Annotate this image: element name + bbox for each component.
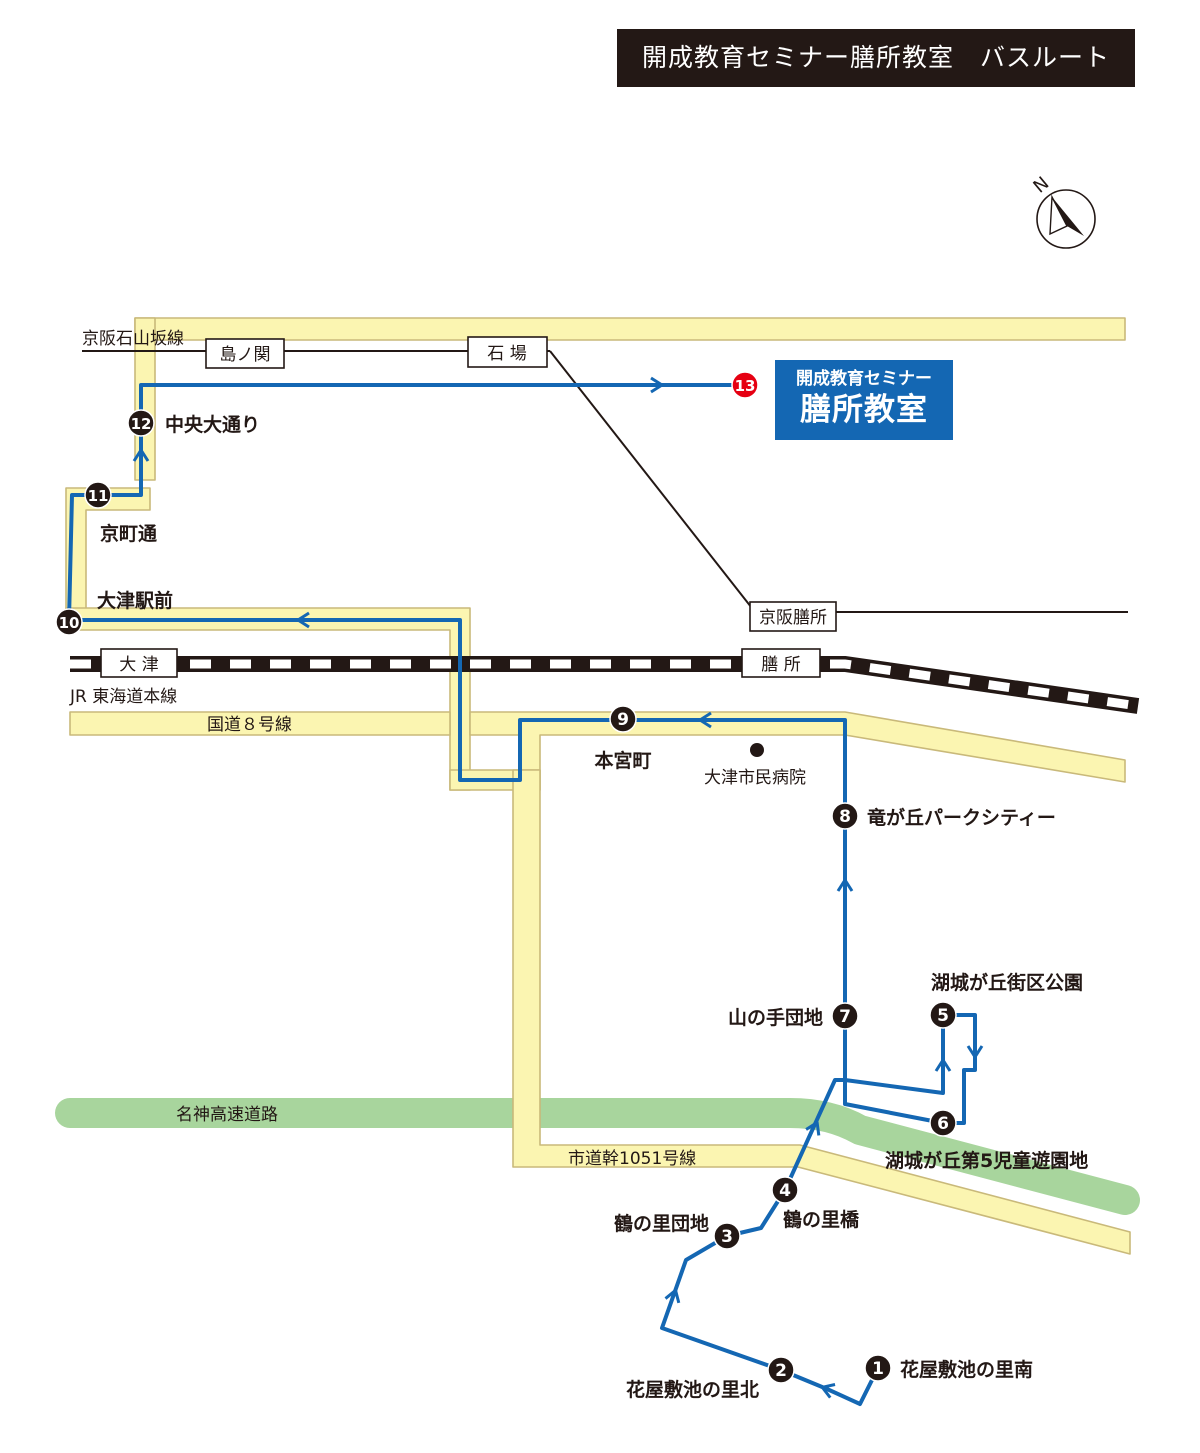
stop-marker-1: [864, 1354, 892, 1382]
stop-marker-11: [84, 481, 112, 509]
stop-number-8: 8: [839, 807, 851, 827]
route-segment-1-2: [780, 1367, 880, 1406]
route-segment-5-6: [943, 1013, 977, 1125]
station-labels: 島ノ関 石 場 京阪膳所 大 津 膳 所: [100, 336, 837, 678]
label-route8: 国道８号線: [207, 715, 292, 735]
route-segment-to-5: [844, 1015, 945, 1095]
destination-title: 膳所教室: [800, 392, 928, 428]
stop-number-6: 6: [937, 1114, 949, 1134]
stop-marker-13: [731, 371, 759, 399]
station-zeze: 膳 所: [761, 655, 800, 675]
route-segment-10-13: [67, 383, 745, 621]
stop-label-11: 京町通: [100, 522, 158, 545]
hospital-marker: [750, 743, 764, 757]
label-jr: JR 東海道本線: [69, 687, 177, 707]
stop-marker-4: [771, 1176, 799, 1204]
station-otsu: 大 津: [119, 655, 158, 675]
stop-number-4: 4: [779, 1181, 791, 1201]
label-meishin: 名神高速道路: [176, 1105, 278, 1125]
stop-marker-10: [55, 608, 83, 636]
stop-marker-8: [831, 802, 859, 830]
destination-subtitle: 開成教育セミナー: [796, 369, 932, 389]
stop-label-9: 本宮町: [594, 749, 651, 772]
stop-label-8: 竜が丘パークシティー: [867, 806, 1056, 829]
station-keihan-zeze: 京阪膳所: [759, 608, 827, 628]
label-shido: 市道幹1051号線: [568, 1148, 696, 1169]
station-ishiba: 石 場: [487, 344, 526, 364]
stop-label-7: 山の手団地: [728, 1006, 823, 1029]
stop-marker-5: [929, 1001, 957, 1029]
label-keihan-ishiyama: 京阪石山坂線: [82, 329, 184, 349]
stop-label-5: 湖城が丘街区公園: [931, 971, 1083, 994]
stop-number-5: 5: [937, 1006, 949, 1026]
route-arrow-icon: [664, 1288, 681, 1304]
route-segment-6-back: [843, 1080, 944, 1125]
route-arrow-icon: [966, 1045, 984, 1059]
jr-tokaido-line: [70, 656, 1140, 714]
route-segment-2-3: [660, 1234, 782, 1372]
compass-n-label: N: [1029, 173, 1053, 198]
route-arrow-icon: [132, 448, 150, 462]
stop-number-3: 3: [721, 1227, 733, 1247]
route-segment-7-10: [69, 618, 847, 1080]
route-arrow-icon: [820, 1383, 836, 1399]
stop-number-1: 1: [872, 1359, 884, 1379]
stop-number-7: 7: [839, 1007, 851, 1027]
stop-label-2: 花屋敷池の里北: [626, 1378, 759, 1401]
stop-number-12: 12: [131, 415, 152, 433]
stop-number-2: 2: [775, 1361, 787, 1381]
route-arrow-icon: [805, 1120, 821, 1136]
route-arrow-icon: [650, 376, 664, 394]
line-labels: 京阪石山坂線 JR 東海道本線 国道８号線 名神高速道路 市道幹1051号線 大…: [69, 329, 806, 1169]
stop-marker-6: [929, 1109, 957, 1137]
stop-marker-7: [831, 1002, 859, 1030]
bus-route: [67, 376, 984, 1406]
label-hospital: 大津市民病院: [704, 768, 806, 788]
compass: N: [1029, 173, 1096, 249]
station-shimanoseki: 島ノ関: [220, 345, 271, 365]
route-arrow-icon: [934, 1058, 952, 1072]
meishin-expressway: [55, 1098, 1140, 1215]
route-arrow-icon: [296, 611, 310, 629]
map-title: 開成教育セミナー膳所教室 バスルート: [617, 29, 1135, 87]
stop-number-9: 9: [617, 710, 629, 730]
route-arrow-icon: [836, 878, 854, 892]
destination-box: 開成教育セミナー 膳所教室: [775, 360, 953, 440]
stop-marker-12: [127, 409, 155, 437]
keihan-ishiyama-line: [82, 350, 1128, 613]
stop-marker-2: [767, 1356, 795, 1384]
stop-marker-3: [713, 1222, 741, 1250]
stop-number-13: 13: [735, 377, 756, 395]
stop-label-10: 大津駅前: [97, 589, 173, 612]
route-arrow-icon: [698, 711, 712, 729]
stop-marker-9: [609, 705, 637, 733]
stop-label-4: 鶴の里橋: [783, 1208, 860, 1231]
road-network: [65, 317, 1131, 1255]
stop-label-3: 鶴の里団地: [614, 1212, 709, 1235]
stop-number-11: 11: [88, 487, 109, 505]
stop-label-12: 中央大通り: [165, 413, 260, 436]
stop-label-6: 湖城が丘第5児童遊園地: [885, 1149, 1088, 1172]
stop-label-1: 花屋敷池の里南: [900, 1358, 1033, 1381]
stop-number-10: 10: [59, 614, 80, 632]
